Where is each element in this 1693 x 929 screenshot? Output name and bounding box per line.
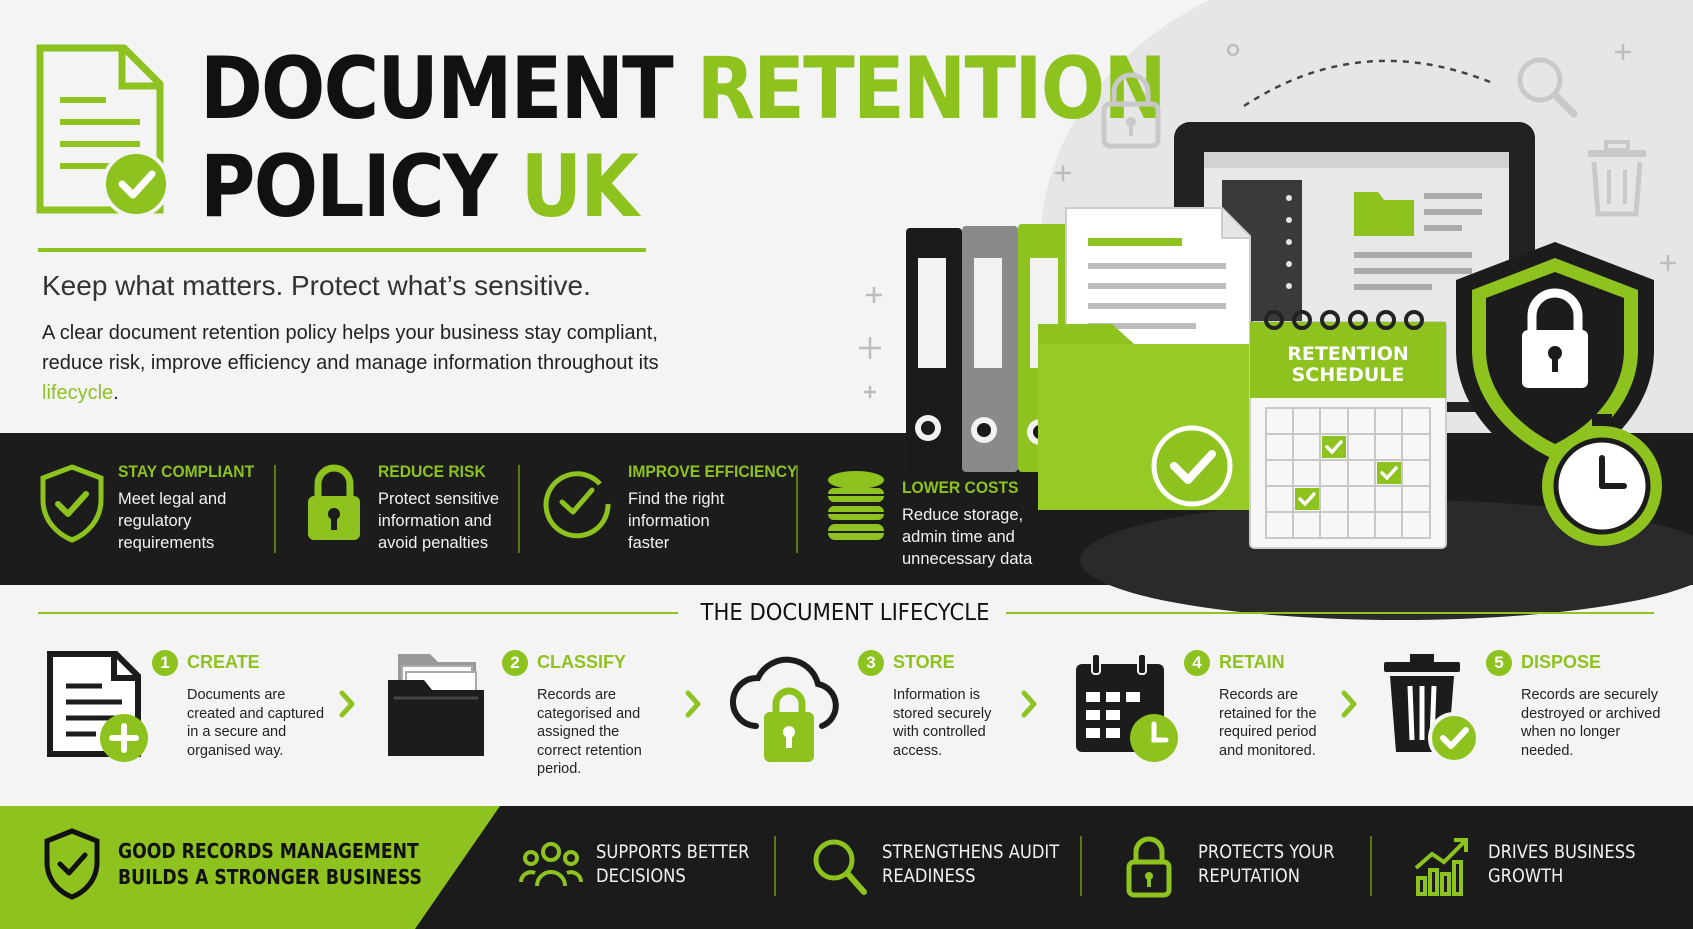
- magnifier-icon: [813, 839, 867, 895]
- cloud-lock-icon: [730, 656, 839, 762]
- benefit-title: STAY COMPLIANT: [118, 462, 255, 481]
- benefit-text: Meet legal and regulatory requirements: [118, 490, 227, 552]
- calendar-clock-icon: [1076, 653, 1178, 762]
- divider: [774, 836, 776, 896]
- benefit-stay-compliant: STAY COMPLIANT Meet legal and regulatory…: [118, 462, 378, 554]
- benefit-text: Protect sensitive information and avoid …: [378, 490, 500, 552]
- benefit-reduce-risk: REDUCE RISK Protect sensitive informatio…: [378, 462, 638, 554]
- shield-check-icon: [40, 464, 104, 543]
- clock-icon: [1542, 414, 1662, 546]
- outcome-line2: READINESS: [882, 865, 976, 887]
- step-title: RETAIN: [1219, 652, 1285, 672]
- title-word: POLICY: [200, 137, 498, 237]
- lock-icon: [1126, 836, 1172, 898]
- lifecycle-rule-left: [38, 612, 678, 614]
- intro-text: A clear document retention policy helps …: [42, 322, 659, 374]
- lifecycle-heading: THE DOCUMENT LIFECYCLE: [700, 600, 990, 626]
- step-text: Documents are created and captured in a …: [187, 687, 325, 759]
- retention-calendar-icon: [1249, 310, 1447, 549]
- folder-stack-icon: [388, 654, 484, 756]
- intro-highlight: lifecycle: [42, 382, 114, 404]
- chevron-right-icon: [339, 690, 355, 718]
- outcome-line1: STRENGTHENS AUDIT: [882, 841, 1060, 863]
- divider: [1370, 836, 1372, 896]
- step-number: 3: [858, 650, 884, 676]
- growth-chart-icon: [1414, 838, 1468, 896]
- outcome-line2: REPUTATION: [1198, 865, 1301, 887]
- step-title: CLASSIFY: [537, 652, 627, 672]
- calendar-title-line2: SCHEDULE: [1291, 364, 1405, 386]
- step-text: Records are securely destroyed or archiv…: [1521, 687, 1661, 759]
- outcome-growth: DRIVES BUSINESS GROWTH: [1488, 840, 1635, 888]
- title-word-accent: RETENTION: [696, 39, 1167, 139]
- title-word-accent: UK: [520, 137, 639, 237]
- step-text: Records are categorised and assigned the…: [537, 687, 642, 777]
- clock-check-icon: [543, 471, 611, 539]
- benefit-title: IMPROVE EFFICIENCY: [628, 462, 798, 481]
- ground-shadow: [1080, 500, 1693, 620]
- outcome-line1: DRIVES BUSINESS: [1488, 841, 1636, 863]
- footer-highlight: [0, 806, 500, 929]
- outcome-decisions: SUPPORTS BETTER DECISIONS: [596, 840, 750, 888]
- sparkle-icons: [859, 43, 1676, 398]
- divider: [796, 465, 798, 553]
- lock-outline-icon: [1101, 72, 1161, 149]
- trash-outline-icon: [1588, 140, 1646, 217]
- outcome-line2: GROWTH: [1488, 865, 1564, 887]
- benefit-title: LOWER COSTS: [902, 478, 1019, 497]
- step-title: CREATE: [187, 652, 260, 672]
- lifecycle-rule-right: [1006, 612, 1654, 614]
- document-check-icon: [36, 44, 170, 218]
- tagline: Keep what matters. Protect what’s sensit…: [42, 270, 591, 301]
- new-document-icon: [47, 651, 148, 762]
- outcome-line1: SUPPORTS BETTER: [596, 841, 750, 863]
- benefit-improve-efficiency: IMPROVE EFFICIENCY Find the right inform…: [628, 462, 888, 554]
- intro-paragraph: A clear document retention policy helps …: [42, 318, 702, 408]
- divider: [518, 465, 520, 553]
- benefit-title: REDUCE RISK: [378, 462, 486, 481]
- divider: [274, 465, 276, 553]
- shield-check-icon: [44, 828, 100, 900]
- benefit-lower-costs: LOWER COSTS Reduce storage, admin time a…: [902, 478, 1162, 570]
- footer-headline: GOOD RECORDS MANAGEMENT BUILDS A STRONGE…: [118, 838, 422, 890]
- coins-icon: [828, 471, 884, 540]
- step-number: 4: [1184, 650, 1210, 676]
- people-icon: [519, 842, 583, 887]
- benefit-text: Reduce storage, admin time and unnecessa…: [902, 506, 1033, 568]
- outcome-reputation: PROTECTS YOUR REPUTATION: [1198, 840, 1335, 888]
- page-title: DOCUMENT RETENTION POLICY UK: [200, 39, 1167, 237]
- step-number: 2: [502, 650, 528, 676]
- benefit-text: Find the right information faster: [628, 490, 725, 552]
- step-number: 5: [1486, 650, 1512, 676]
- divider: [1080, 836, 1082, 896]
- outcome-line1: PROTECTS YOUR: [1198, 841, 1335, 863]
- footer-headline-line1: GOOD RECORDS MANAGEMENT: [118, 839, 419, 863]
- footer-headline-line2: BUILDS A STRONGER BUSINESS: [118, 865, 422, 889]
- chevron-right-icon: [685, 690, 701, 718]
- intro-end: .: [113, 382, 119, 404]
- calendar-title: RETENTION SCHEDULE: [1250, 344, 1446, 386]
- outcome-audit: STRENGTHENS AUDIT READINESS: [882, 840, 1059, 888]
- calendar-title-line1: RETENTION: [1287, 343, 1409, 365]
- step-title: DISPOSE: [1521, 652, 1602, 672]
- search-outline-icon: [1517, 57, 1578, 118]
- outcome-line2: DECISIONS: [596, 865, 686, 887]
- padlock-icon: [308, 464, 360, 540]
- step-text: Records are retained for the required pe…: [1219, 687, 1317, 759]
- title-underline: [38, 248, 646, 252]
- chevron-right-icon: [1021, 690, 1037, 718]
- title-word: DOCUMENT: [200, 39, 674, 139]
- step-number: 1: [152, 650, 178, 676]
- step-title: STORE: [893, 652, 955, 672]
- chevron-right-icon: [1341, 690, 1357, 718]
- trash-check-icon: [1384, 654, 1480, 764]
- folder-document-icon: [1038, 207, 1272, 510]
- step-text: Information is stored securely with cont…: [893, 687, 992, 759]
